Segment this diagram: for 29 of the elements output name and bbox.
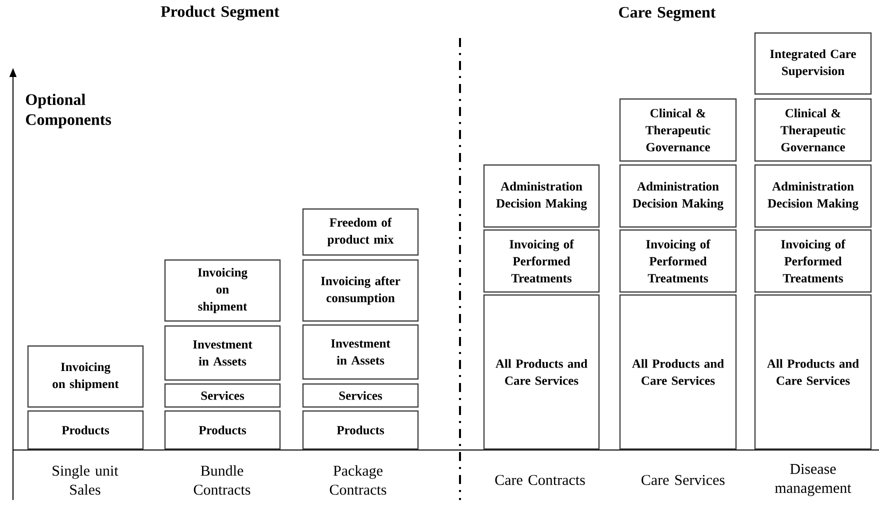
- component-box: Invoicing on shipment: [27, 345, 144, 408]
- segment-heading: Product Segment: [160, 6, 280, 20]
- category-label: Care Services: [642, 474, 725, 486]
- component-box: Investment in Assets: [164, 325, 281, 381]
- component-box: Administration Decision Making: [754, 164, 872, 228]
- component-box: Freedom of product mix: [302, 208, 419, 256]
- component-box: Integrated Care Supervision: [754, 32, 872, 95]
- component-box: Invoicing on shipment: [164, 259, 281, 322]
- component-box: Services: [164, 383, 281, 408]
- component-box: Administration Decision Making: [483, 164, 600, 228]
- category-label: Disease management: [775, 464, 852, 496]
- component-box: Products: [164, 410, 281, 450]
- component-box: Services: [302, 383, 419, 408]
- component-box: Investment in Assets: [302, 324, 419, 380]
- category-label: Bundle Contracts: [194, 465, 250, 495]
- component-box: Products: [302, 410, 419, 450]
- category-label: Package Contracts: [330, 465, 386, 495]
- axis-title: Optional Components: [26, 94, 112, 128]
- component-box: Administration Decision Making: [619, 164, 737, 228]
- category-label: Care Contracts: [495, 474, 585, 486]
- segment-heading: Care Segment: [619, 6, 716, 22]
- category-label: Single unit Sales: [52, 465, 118, 495]
- component-box: Invoicing after consumption: [302, 259, 419, 322]
- component-box: Invoicing of Performed Treatments: [619, 229, 737, 293]
- component-box: Products: [27, 410, 144, 450]
- component-box: Invoicing of Performed Treatments: [483, 229, 600, 293]
- component-box: Invoicing of Performed Treatments: [754, 229, 872, 293]
- component-box: Clinical & Therapeutic Governance: [754, 98, 872, 162]
- component-box: Clinical & Therapeutic Governance: [619, 98, 737, 162]
